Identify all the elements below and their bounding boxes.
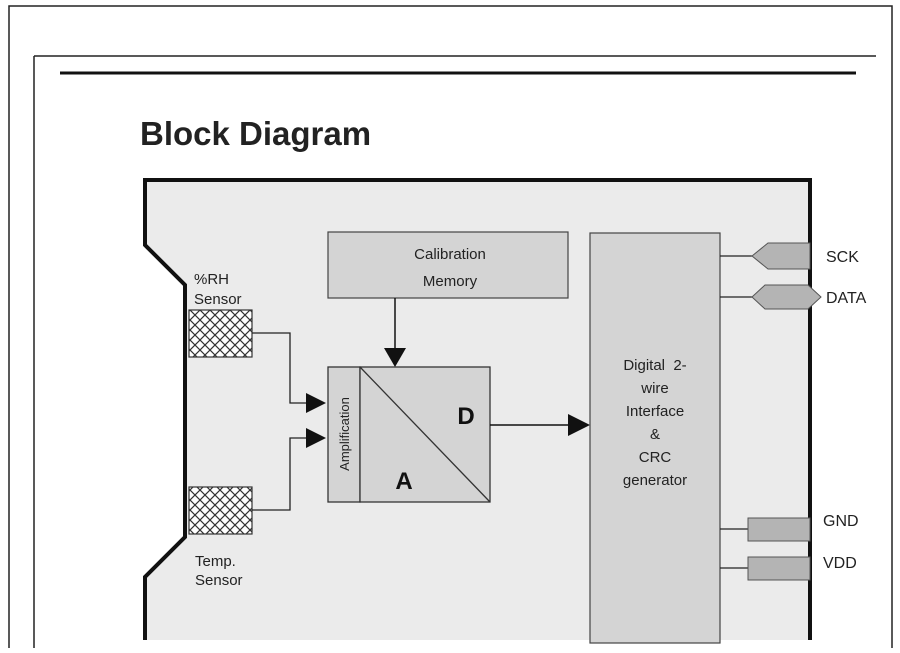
calibration-memory-box (327, 231, 569, 299)
rh-sensor-label-1: %RH (194, 271, 229, 288)
temp-sensor-element (188, 486, 253, 535)
rh-sensor-label-2: Sensor (194, 291, 242, 308)
sck-pin (751, 242, 811, 270)
converter-output-arrow-head (568, 414, 590, 436)
calibration-label-2: Memory (423, 273, 478, 290)
vdd-pin-label: VDD (823, 555, 857, 572)
amplification-block (327, 366, 361, 503)
rh-sensor-element (188, 309, 253, 358)
interface-label-2: wire (640, 380, 669, 397)
interface-label-5: CRC (639, 449, 672, 466)
ad-converter-diagonal (359, 366, 491, 503)
data-pin-label: DATA (826, 290, 867, 307)
ad-converter-letter-a: A (395, 468, 412, 495)
interface-label-6: generator (623, 472, 687, 489)
ad-converter-letter-d: D (457, 403, 474, 430)
data-pin (751, 284, 822, 310)
interface-label-3: Interface (626, 403, 684, 420)
digital-interface-block (589, 232, 721, 644)
rh-sensor-arrow-head (306, 393, 326, 413)
interface-label-4: & (650, 426, 660, 443)
page-frame (8, 5, 893, 653)
diagram-title: Block Diagram (140, 115, 371, 152)
calibration-label-1: Calibration (414, 246, 486, 263)
temp-sensor-wire (252, 437, 310, 511)
temp-sensor-label-2: Sensor (195, 572, 243, 589)
vdd-pin (747, 556, 811, 581)
rh-sensor-wire (252, 332, 310, 404)
amplification-label: Amplification (337, 397, 352, 471)
gnd-pin-label: GND (823, 513, 859, 530)
interface-label-1: Digital 2- (623, 357, 686, 374)
temp-sensor-label-1: Temp. (195, 553, 236, 570)
sck-pin-label: SCK (826, 249, 859, 266)
calibration-arrow-head (384, 348, 406, 367)
gnd-pin (747, 517, 811, 542)
temp-sensor-arrow-head (306, 428, 326, 448)
